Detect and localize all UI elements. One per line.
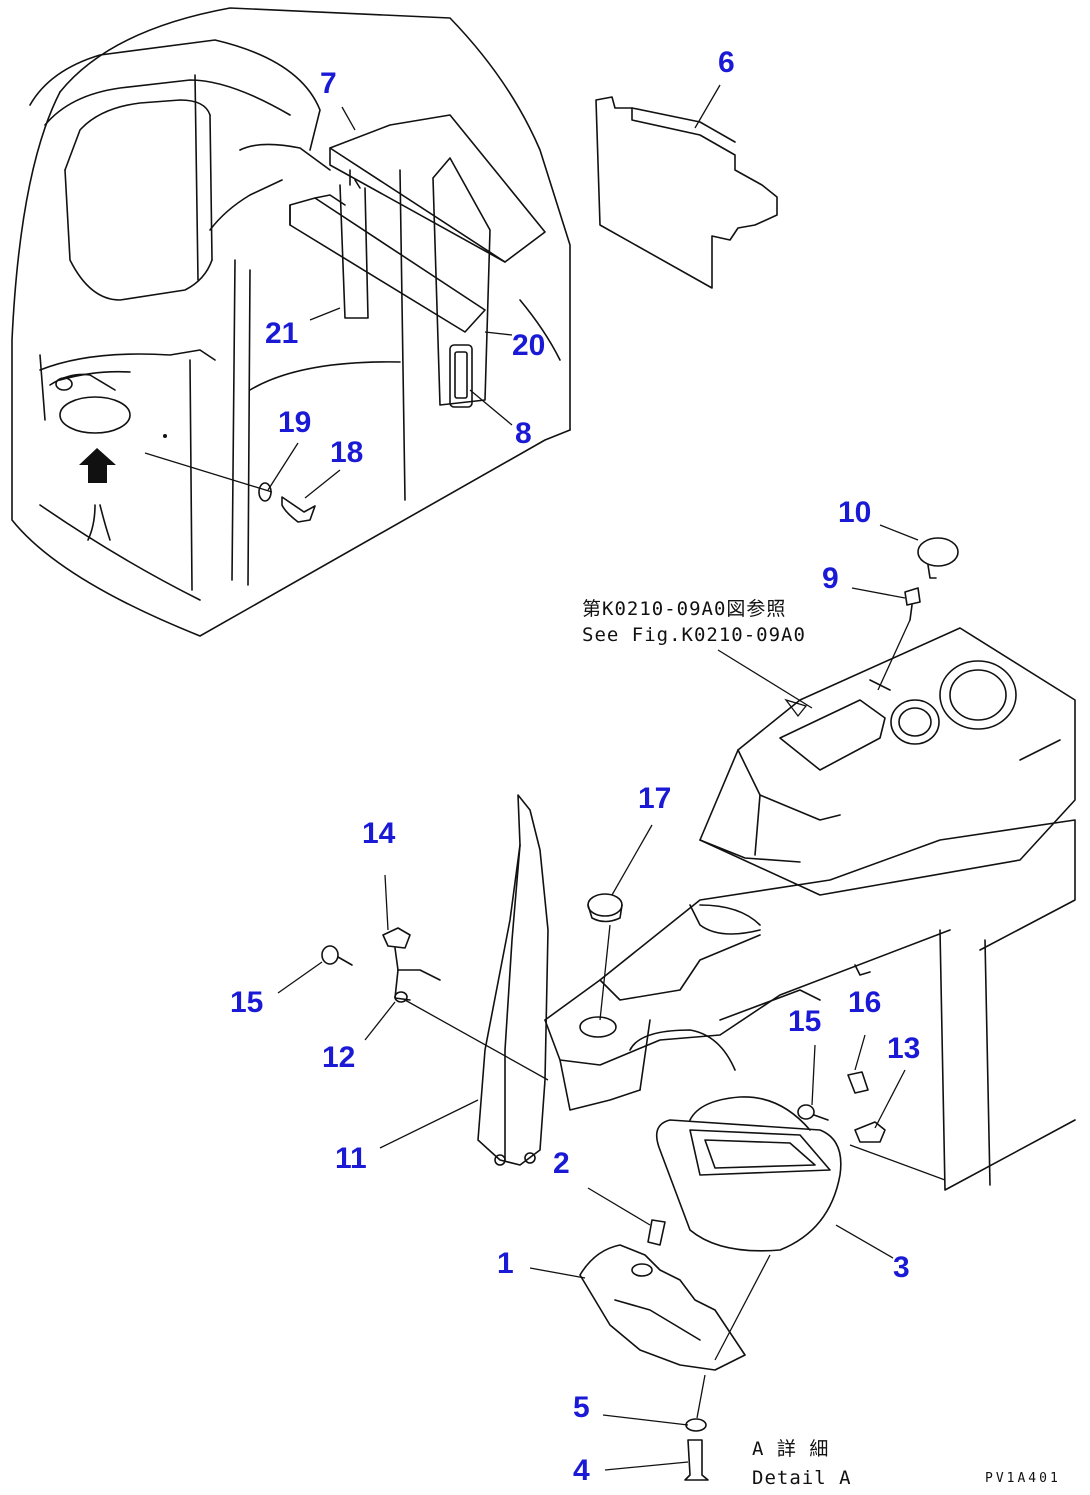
label-15-right: 15 [788, 1005, 821, 1038]
label-11: 11 [335, 1142, 367, 1175]
label-9: 9 [822, 562, 839, 595]
reference-note-en: See Fig.K0210-09A0 [582, 624, 806, 646]
label-19: 19 [278, 406, 311, 439]
label-18: 18 [330, 436, 363, 469]
reference-note-jp: 第K0210-09A0図参照 [582, 598, 786, 620]
label-2: 2 [553, 1147, 570, 1180]
label-13: 13 [887, 1032, 920, 1065]
label-12: 12 [322, 1041, 355, 1074]
label-17: 17 [638, 782, 671, 815]
detail-note-jp: A 詳 細 [752, 1438, 829, 1460]
label-21: 21 [265, 317, 298, 350]
label-20: 20 [512, 329, 545, 362]
label-1: 1 [497, 1247, 514, 1280]
reference-note: 第K0210-09A0図参照 See Fig.K0210-09A0 [582, 598, 806, 646]
leader-lines [267, 84, 946, 1471]
detail-note-en: Detail A [752, 1467, 852, 1489]
part-6-panel [595, 96, 778, 289]
view-arrow-icon [79, 448, 116, 483]
console-assembly [321, 537, 1076, 1481]
label-10: 10 [838, 496, 871, 529]
label-5: 5 [573, 1391, 590, 1424]
figure-code: PV1A401 [985, 1471, 1061, 1486]
callout-labels: 1 2 3 4 5 6 7 8 9 10 11 12 13 14 15 15 1… [230, 46, 920, 1487]
label-7: 7 [320, 67, 337, 100]
label-14: 14 [362, 817, 396, 850]
cab-illustration [11, 7, 571, 637]
label-3: 3 [893, 1251, 910, 1284]
label-15-left: 15 [230, 986, 263, 1019]
label-4: 4 [573, 1454, 590, 1487]
label-8: 8 [515, 417, 532, 450]
detail-note: A 詳 細 Detail A [752, 1438, 852, 1489]
label-16: 16 [848, 986, 881, 1019]
label-6: 6 [718, 46, 735, 79]
